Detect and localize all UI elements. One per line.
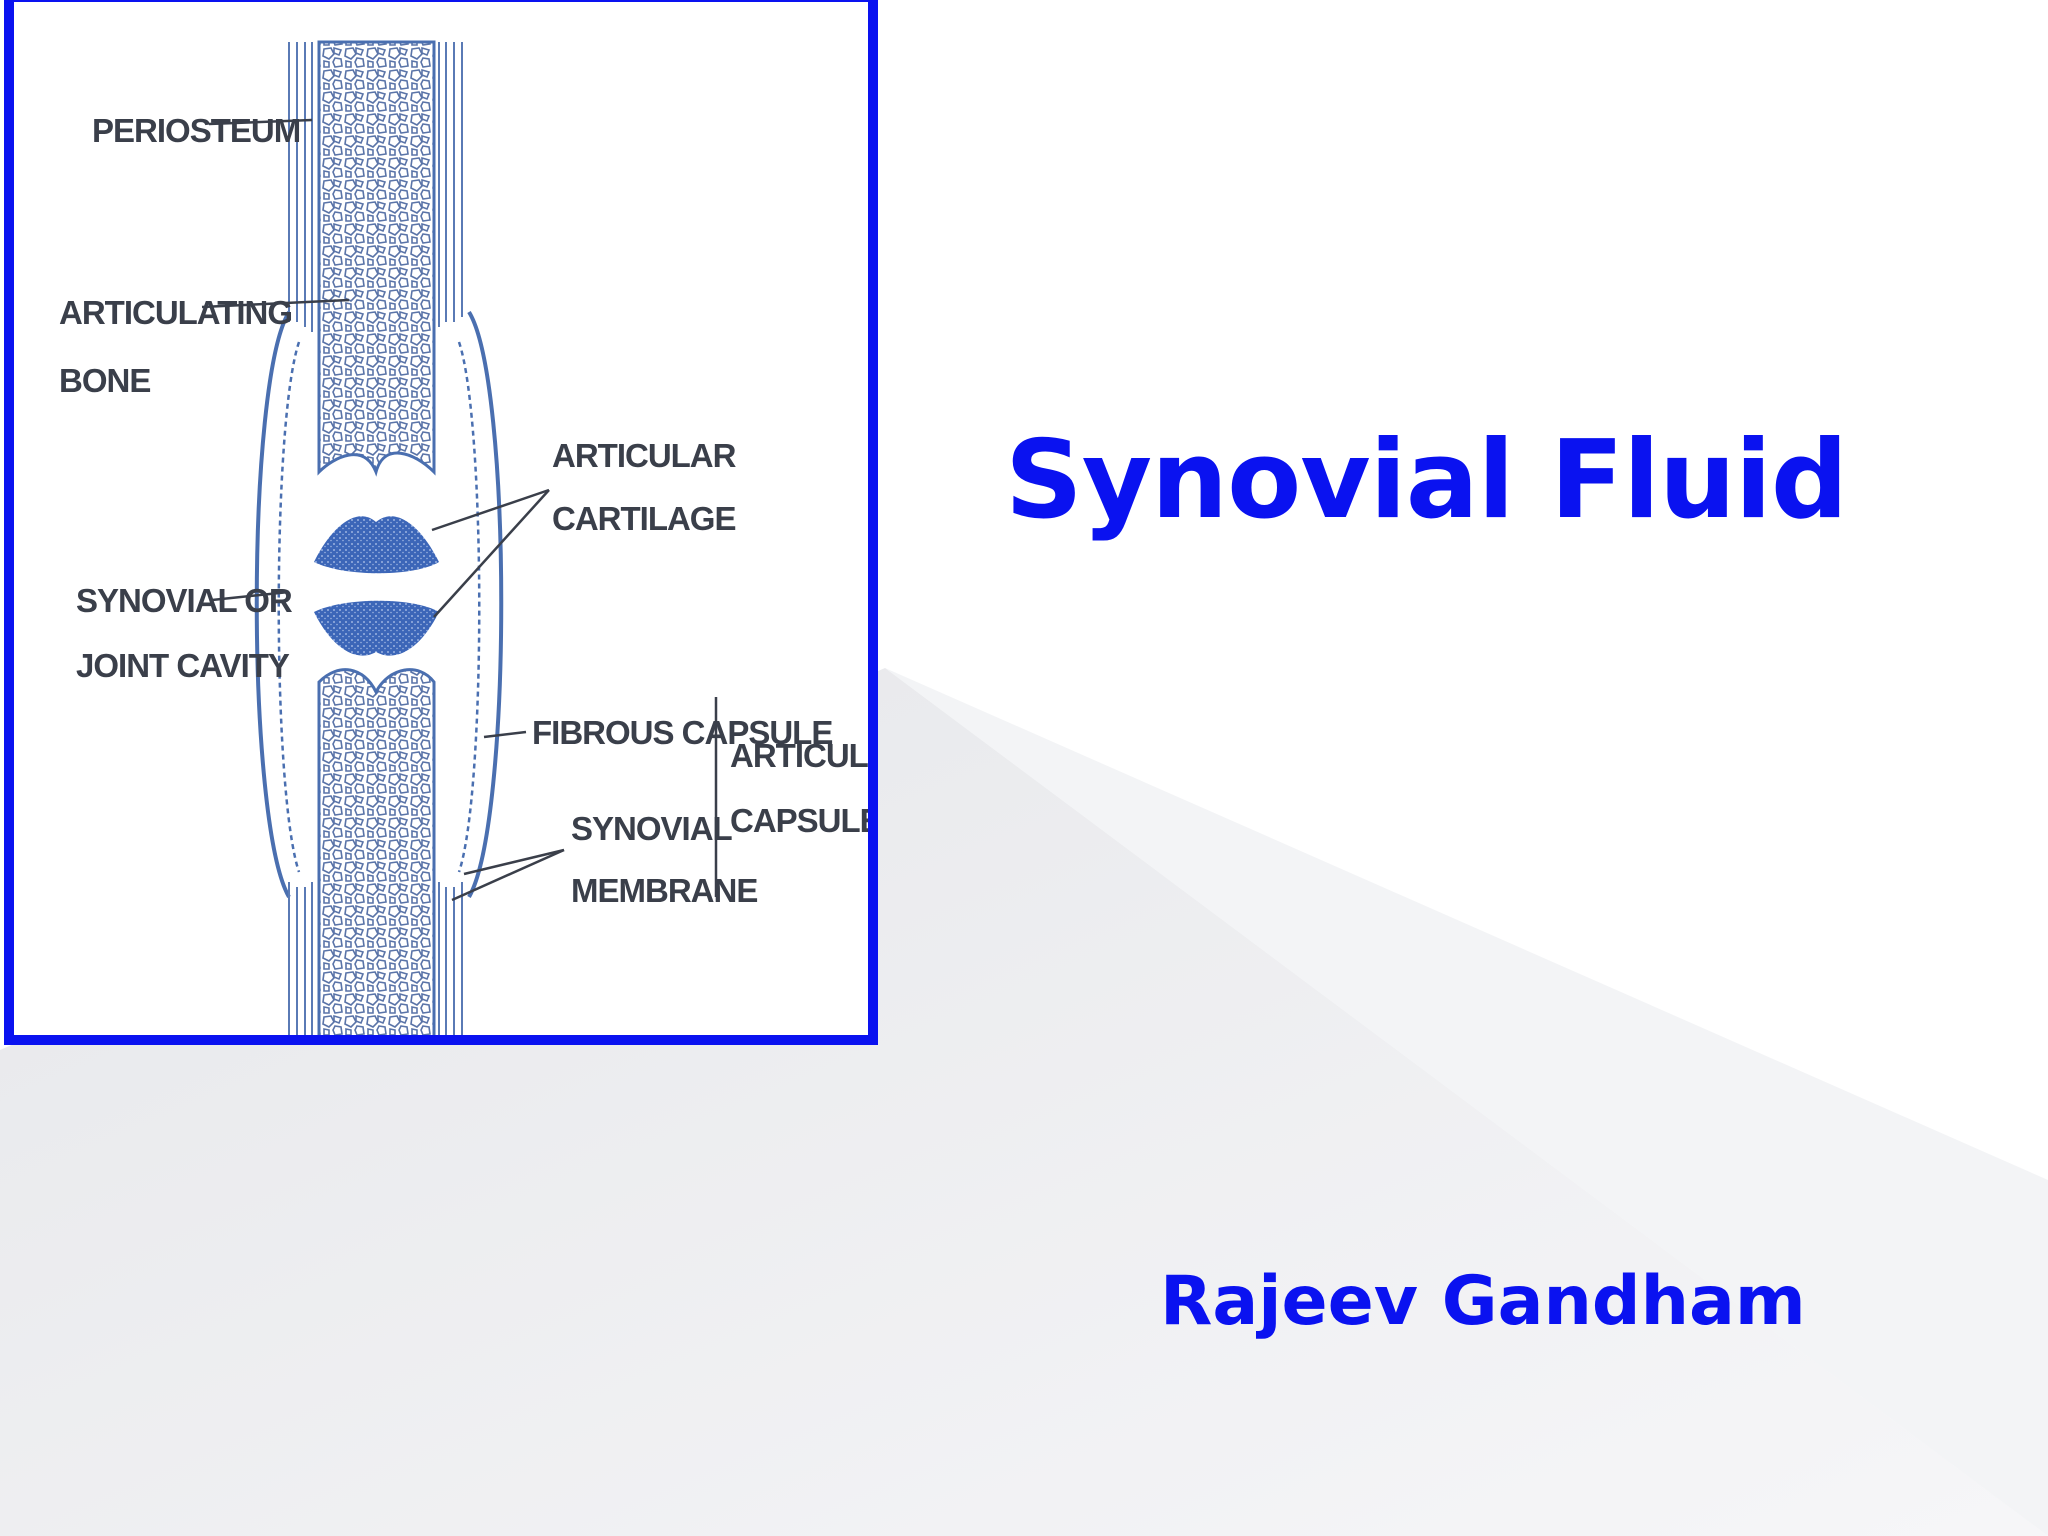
periosteum-lines	[288, 42, 463, 1035]
label-articular-cartilage-2: CARTILAGE	[552, 500, 736, 537]
label-fibrous-capsule: FIBROUS CAPSULE	[532, 714, 832, 751]
label-articular-cartilage: ARTICULAR	[552, 437, 737, 474]
label-synovial-membrane: SYNOVIAL	[571, 810, 733, 847]
lower-bone	[317, 668, 436, 1035]
label-synovial-cavity-2: JOINT CAVITY	[76, 647, 290, 684]
label-articular-capsule-2: CAPSULE	[730, 802, 878, 839]
slide-title: Synovial Fluid	[1005, 418, 1848, 543]
label-synovial-membrane-2: MEMBRANE	[571, 872, 757, 909]
author-name: Rajeev Gandham	[1160, 1262, 1806, 1341]
label-articular-capsule: ARTICULAR	[730, 737, 878, 774]
label-articulating-bone-2: BONE	[59, 362, 150, 399]
upper-cartilage	[314, 516, 439, 574]
fibrous-capsule-outline	[254, 310, 291, 898]
synovial-membrane-outline	[277, 341, 301, 873]
label-periosteum: PERIOSTEUM	[92, 112, 300, 149]
label-synovial-cavity: SYNOVIAL OR	[76, 582, 293, 619]
lower-cartilage	[314, 600, 439, 656]
joint-illustration: PERIOSTEUM ARTICULATING BONE ARTICULAR C…	[59, 40, 878, 1035]
upper-bone	[317, 40, 436, 477]
label-articulating-bone: ARTICULATING	[59, 294, 292, 331]
synovial-joint-diagram: PERIOSTEUM ARTICULATING BONE ARTICULAR C…	[4, 0, 878, 1045]
